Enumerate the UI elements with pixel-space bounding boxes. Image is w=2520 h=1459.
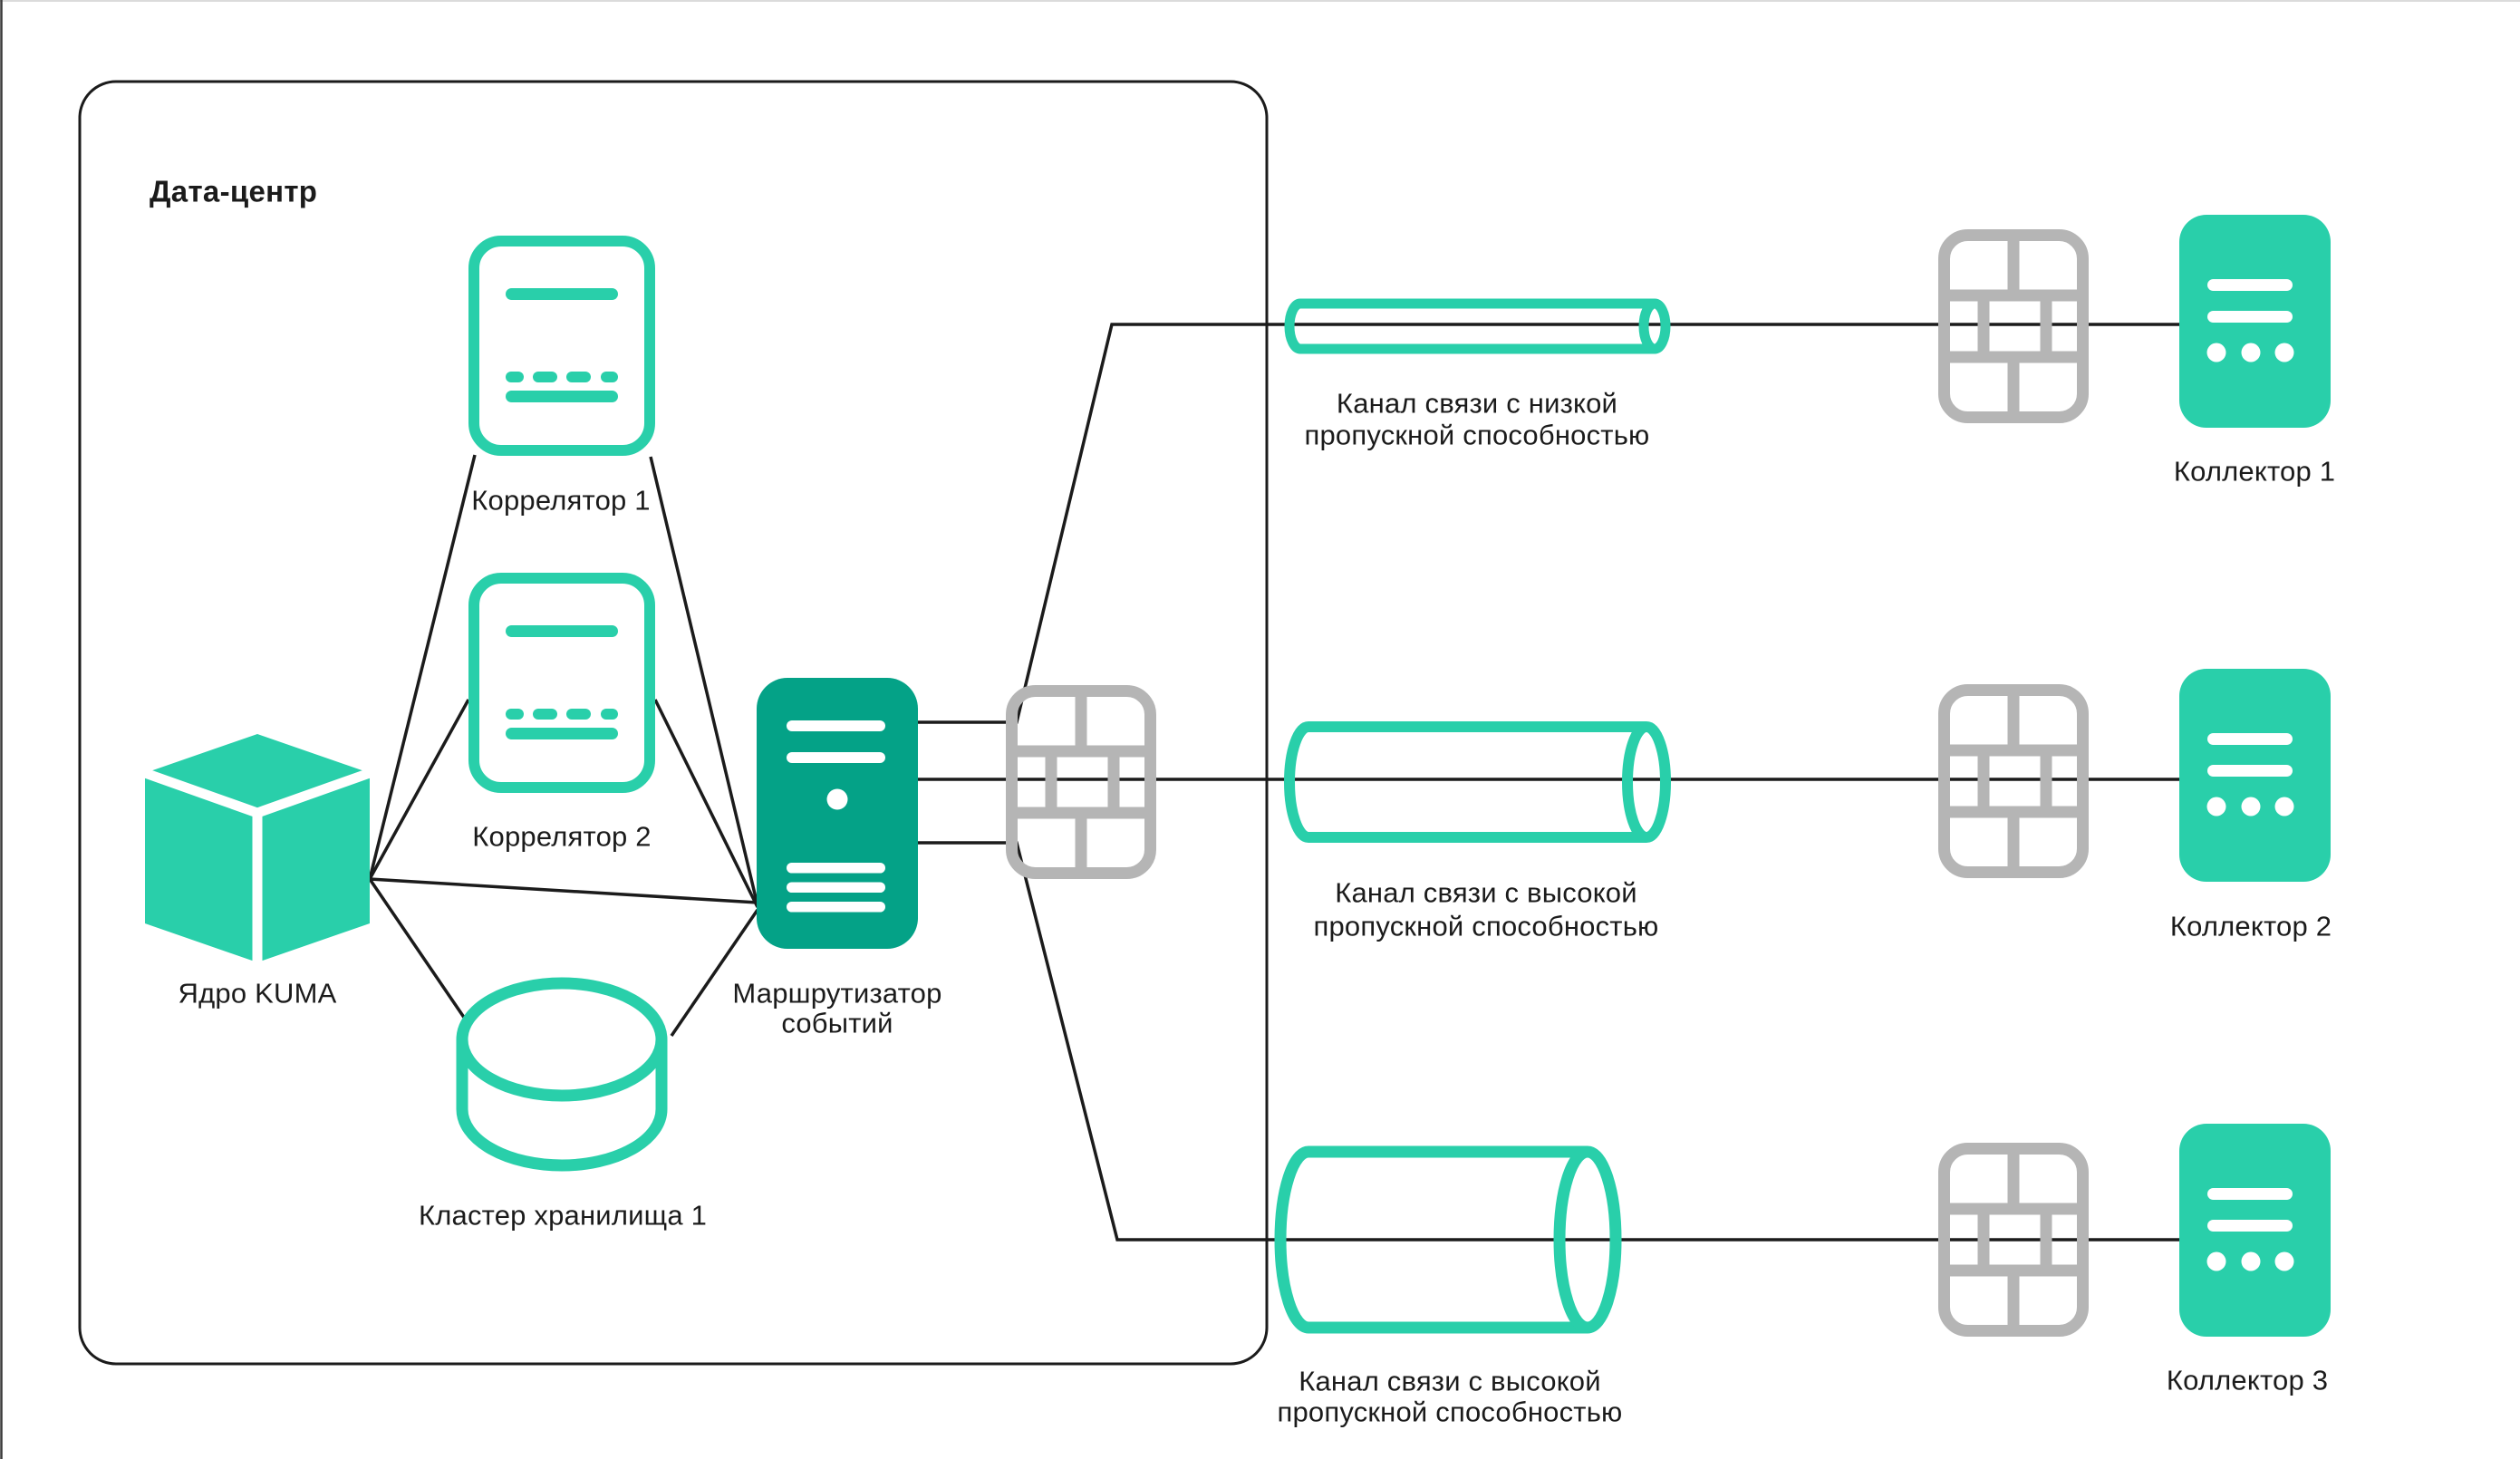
firewall-icon xyxy=(1012,691,1151,874)
firewall-icon xyxy=(1945,691,2083,873)
correlator2-label: Коррелятор 2 xyxy=(472,820,652,853)
line-router-collector3 xyxy=(918,841,2179,1242)
event-router-label-line1: Маршрутизатор xyxy=(732,977,942,1010)
event-router-icon xyxy=(757,678,918,949)
line-storage-router xyxy=(670,909,759,1037)
channel1-label-line1: Канал связи с низкой xyxy=(1336,387,1618,420)
collector1-icon xyxy=(2179,215,2331,428)
collector2-label: Коллектор 2 xyxy=(2169,910,2332,942)
line-core-router xyxy=(369,877,758,904)
channel1-label-line2: пропускной способностью xyxy=(1304,419,1650,451)
kuma-core-cube-icon xyxy=(143,734,372,962)
collector1-label: Коллектор 1 xyxy=(2173,455,2336,488)
datacenter-label: Дата-центр xyxy=(150,174,318,208)
correlator2-icon xyxy=(474,578,650,787)
storage-cluster-icon xyxy=(456,977,668,1172)
line-correlator2-router xyxy=(653,699,759,908)
line-core-storage xyxy=(368,878,470,1025)
line-router-collector1 xyxy=(918,323,2179,724)
channel3-label-line1: Канал связи с высокой xyxy=(1299,1365,1601,1397)
channel-pipes xyxy=(1274,298,1671,1334)
storage-cluster-label: Кластер хранилища 1 xyxy=(418,1199,708,1232)
channel3-label-line2: пропускной способностью xyxy=(1277,1396,1623,1428)
collector3-icon xyxy=(2179,1124,2331,1337)
firewall-icon xyxy=(1945,236,2083,418)
channel-pipe-high-icon xyxy=(1284,721,1671,843)
collector2-icon xyxy=(2179,669,2331,882)
channel-pipe-low-icon xyxy=(1284,298,1671,354)
line-core-correlator1 xyxy=(368,454,477,880)
event-router-label-line2: событий xyxy=(781,1007,893,1039)
correlator1-label: Коррелятор 1 xyxy=(471,484,651,517)
channel2-label-line1: Канал связи с высокой xyxy=(1335,876,1637,909)
channel2-label-line2: пропускной способностью xyxy=(1313,910,1659,942)
channel-pipe-high-icon xyxy=(1274,1145,1622,1334)
line-core-correlator2 xyxy=(368,699,470,880)
collector3-label: Коллектор 3 xyxy=(2166,1364,2329,1396)
kuma-core-label: Ядро KUMA xyxy=(178,977,337,1010)
datacenter-boundary xyxy=(78,80,1269,1366)
line-correlator1-router xyxy=(649,456,759,906)
correlator1-icon xyxy=(474,241,650,450)
